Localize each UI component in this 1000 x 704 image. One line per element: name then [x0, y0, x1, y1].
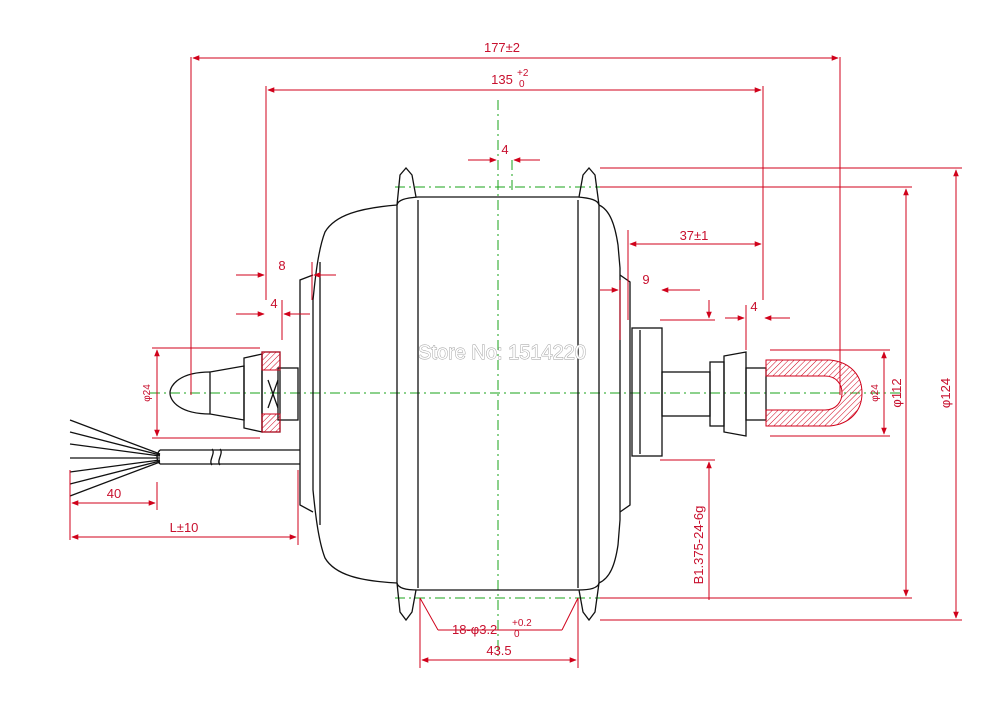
dim-spoke-holes-tol-upper: +0.2	[512, 618, 532, 629]
left-nut-section-lower	[261, 413, 281, 433]
dim-left-step-4: 4	[270, 296, 277, 311]
dim-cable-length: L±10	[170, 520, 199, 535]
dim-left-axle-dia: φ24	[142, 384, 153, 402]
dim-overall-width: 177±2	[484, 40, 520, 55]
dimension-lines	[69, 55, 962, 668]
dim-center-offset: 4	[501, 142, 508, 157]
left-nut-section	[261, 351, 281, 371]
dim-left-step-8: 8	[278, 258, 285, 273]
dim-flange-spacing: 135	[491, 72, 513, 87]
dim-thread-spec: B1.375-24-6g	[691, 506, 706, 585]
dim-axle-offset: 37±1	[680, 228, 709, 243]
dim-flange-spacing-tol-lower: 0	[519, 79, 525, 90]
dim-flange-dia: φ112	[889, 378, 904, 407]
dim-right-step-9: 9	[642, 272, 649, 287]
dim-right-axle-dia: φ24	[870, 384, 881, 402]
dim-cable-strip: 40	[107, 486, 121, 501]
dim-spoke-holes: 18-φ3.2	[452, 622, 497, 637]
dim-right-step-4: 4	[750, 299, 757, 314]
dim-flange-distance: 43.5	[486, 643, 511, 658]
right-cap-section	[765, 359, 863, 427]
dim-spoke-holes-tol-lower: 0	[514, 629, 520, 640]
cable-wires	[69, 419, 161, 497]
dim-shell-dia: φ124	[938, 378, 953, 408]
dim-flange-spacing-tol-upper: +2	[517, 68, 529, 79]
store-watermark: Store No: 1514220	[418, 342, 586, 364]
motor-outline	[69, 167, 767, 622]
